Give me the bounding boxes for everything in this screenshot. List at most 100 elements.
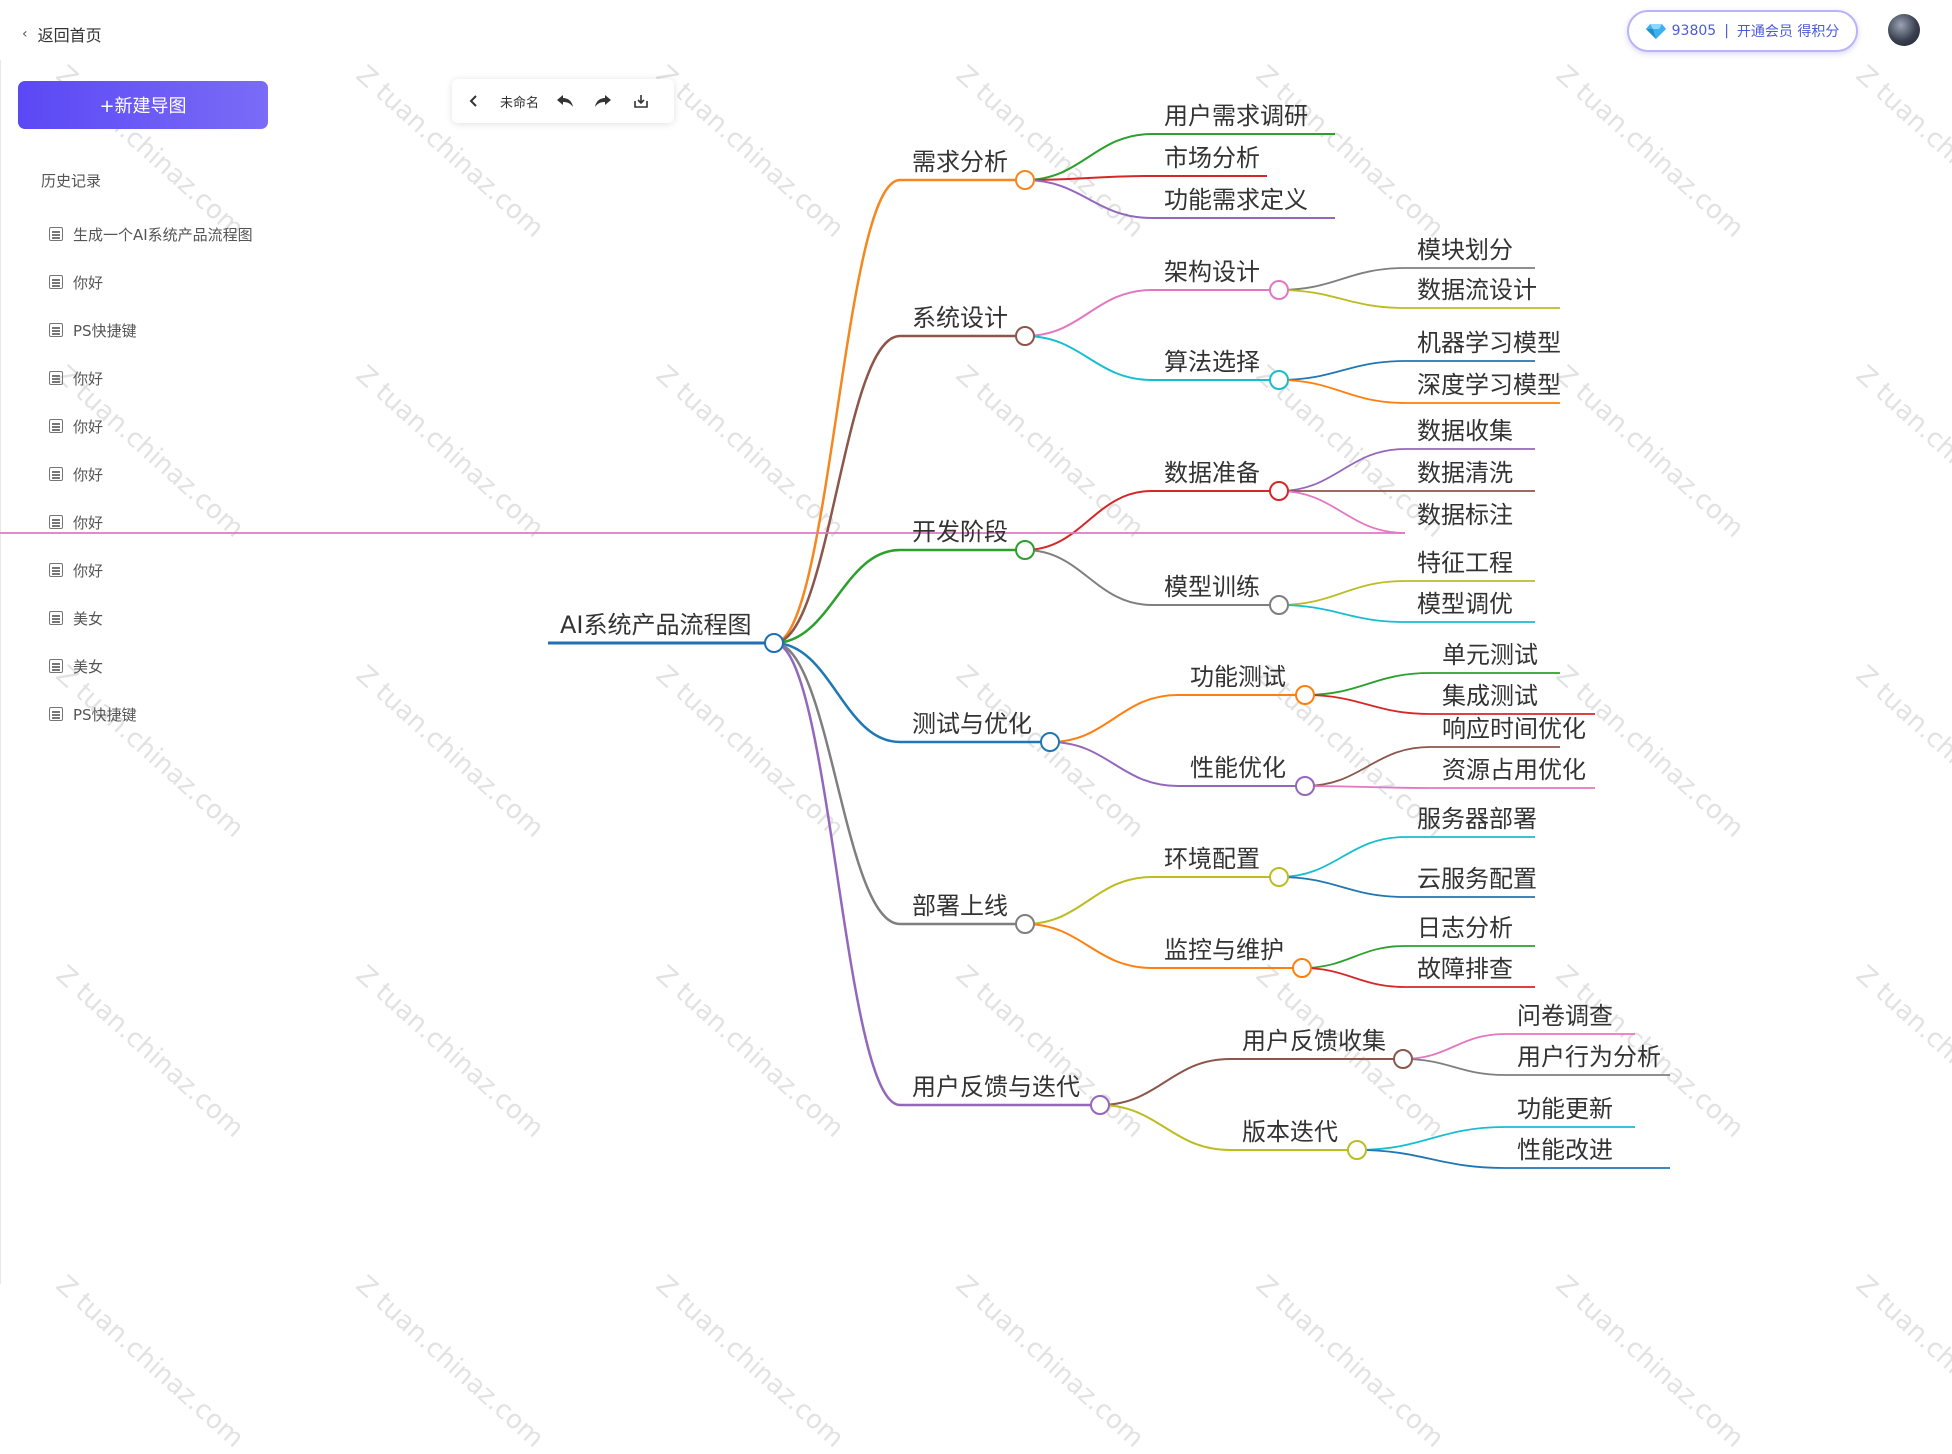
connector-line (1278, 448, 1406, 492)
leaf-node[interactable]: 问卷调查 (1517, 1002, 1613, 1030)
leaf-node[interactable]: 市场分析 (1164, 144, 1260, 172)
leaf-node[interactable]: 模型调优 (1417, 590, 1513, 618)
new-mindmap-button[interactable]: +新建导图 (18, 81, 268, 129)
expand-toggle[interactable] (1015, 914, 1035, 934)
leaf-node[interactable]: 数据清洗 (1417, 459, 1513, 487)
topic-node[interactable]: 功能测试 (1190, 663, 1286, 691)
leaf-node[interactable]: 故障排查 (1417, 955, 1513, 983)
connector-line (1278, 490, 1406, 534)
history-item-label: 你好 (73, 561, 104, 580)
connector-line (1304, 746, 1431, 787)
leaf-node[interactable]: 日志分析 (1417, 914, 1513, 942)
connector-line (773, 334, 901, 645)
leaf-node[interactable]: 数据流设计 (1417, 276, 1537, 304)
leaf-node[interactable]: 资源占用优化 (1442, 756, 1586, 784)
history-item[interactable]: PS快捷键 (49, 306, 253, 354)
history-item-label: 你好 (73, 417, 104, 436)
leaf-node[interactable]: 单元测试 (1442, 641, 1538, 669)
collapse-toolbar-button[interactable] (462, 89, 486, 113)
history-item[interactable]: 你好 (49, 546, 253, 594)
chevron-left-icon: ‹ (22, 26, 28, 42)
expand-toggle[interactable] (1295, 776, 1315, 796)
branch-node[interactable]: 用户反馈与迭代 (912, 1073, 1080, 1101)
leaf-node[interactable]: 集成测试 (1442, 682, 1538, 710)
connector-line (1304, 785, 1431, 789)
leaf-node[interactable]: 用户行为分析 (1517, 1043, 1661, 1071)
leaf-node[interactable]: 用户需求调研 (1164, 102, 1308, 130)
expand-toggle[interactable] (1347, 1140, 1367, 1160)
expand-toggle[interactable] (1295, 685, 1315, 705)
branch-node[interactable]: 需求分析 (912, 148, 1008, 176)
back-home-label: 返回首页 (37, 26, 102, 45)
leaf-node[interactable]: 功能需求定义 (1164, 186, 1308, 214)
topic-node[interactable]: 数据准备 (1164, 459, 1260, 487)
expand-toggle[interactable] (1090, 1095, 1110, 1115)
member-label: 开通会员 得积分 (1736, 24, 1840, 40)
topic-node[interactable]: 算法选择 (1164, 348, 1260, 376)
leaf-node[interactable]: 特征工程 (1417, 549, 1513, 577)
expand-toggle[interactable] (1269, 370, 1289, 390)
leaf-node[interactable]: 性能改进 (1517, 1136, 1613, 1164)
document-list-icon (49, 275, 63, 289)
history-item-label: 你好 (73, 513, 104, 532)
history-item-label: 你好 (73, 465, 104, 484)
topic-node[interactable]: 性能优化 (1190, 754, 1286, 782)
leaf-node[interactable]: 响应时间优化 (1442, 715, 1586, 743)
history-item[interactable]: 你好 (49, 498, 253, 546)
export-button[interactable] (629, 89, 653, 113)
redo-button[interactable] (591, 89, 615, 113)
expand-toggle[interactable] (1015, 540, 1035, 560)
history-item[interactable]: 你好 (49, 402, 253, 450)
leaf-node[interactable]: 机器学习模型 (1417, 329, 1561, 357)
leaf-node[interactable]: 服务器部署 (1417, 805, 1537, 833)
expand-toggle[interactable] (1269, 595, 1289, 615)
branch-node[interactable]: 开发阶段 (912, 518, 1008, 546)
points-membership-pill[interactable]: 93805 | 开通会员 得积分 (1627, 10, 1858, 52)
connector-line (1024, 923, 1153, 969)
history-item[interactable]: 你好 (49, 354, 253, 402)
history-item[interactable]: 美女 (49, 642, 253, 690)
leaf-node[interactable]: 数据标注 (1417, 501, 1513, 529)
history-item[interactable]: 你好 (49, 450, 253, 498)
expand-toggle[interactable] (1269, 280, 1289, 300)
expand-toggle[interactable] (764, 633, 784, 653)
expand-toggle[interactable] (1040, 732, 1060, 752)
topic-node[interactable]: 用户反馈收集 (1242, 1027, 1386, 1055)
expand-toggle[interactable] (1269, 867, 1289, 887)
leaf-node[interactable]: 深度学习模型 (1417, 371, 1561, 399)
leaf-node[interactable]: 模块划分 (1417, 236, 1513, 264)
connector-line (1301, 967, 1406, 988)
branch-node[interactable]: 测试与优化 (912, 710, 1032, 738)
expand-toggle[interactable] (1393, 1049, 1413, 1069)
connector-line (1278, 580, 1406, 606)
leaf-node[interactable]: 数据收集 (1417, 417, 1513, 445)
leaf-node[interactable]: 云服务配置 (1417, 865, 1537, 893)
document-title[interactable]: 未命名 (500, 95, 540, 111)
branch-node[interactable]: 系统设计 (912, 304, 1008, 332)
topic-node[interactable]: 环境配置 (1164, 845, 1260, 873)
history-item[interactable]: PS快捷键 (49, 690, 253, 738)
expand-toggle[interactable] (1015, 170, 1035, 190)
avatar[interactable] (1888, 14, 1920, 46)
branch-node[interactable]: 部署上线 (912, 892, 1008, 920)
history-item-label: PS快捷键 (73, 321, 137, 340)
leaf-node[interactable]: 功能更新 (1517, 1095, 1613, 1123)
topic-node[interactable]: 版本迭代 (1242, 1118, 1338, 1146)
connector-line (773, 178, 901, 645)
expand-toggle[interactable] (1015, 326, 1035, 346)
watermark-text: Z tuan.chinaz.com (949, 1270, 1150, 1454)
topic-node[interactable]: 监控与维护 (1164, 936, 1284, 964)
root-node[interactable]: AI系统产品流程图 (560, 611, 752, 639)
history-item[interactable]: 美女 (49, 594, 253, 642)
history-item[interactable]: 生成一个AI系统产品流程图 (49, 210, 253, 258)
expand-toggle[interactable] (1269, 481, 1289, 501)
history-item-label: 你好 (73, 369, 104, 388)
connector-line (1099, 1104, 1231, 1151)
back-home-link[interactable]: ‹ 返回首页 (22, 20, 102, 48)
topic-node[interactable]: 模型训练 (1164, 573, 1260, 601)
topic-node[interactable]: 架构设计 (1164, 258, 1260, 286)
expand-toggle[interactable] (1292, 958, 1312, 978)
undo-button[interactable] (553, 89, 577, 113)
history-item[interactable]: 你好 (49, 258, 253, 306)
